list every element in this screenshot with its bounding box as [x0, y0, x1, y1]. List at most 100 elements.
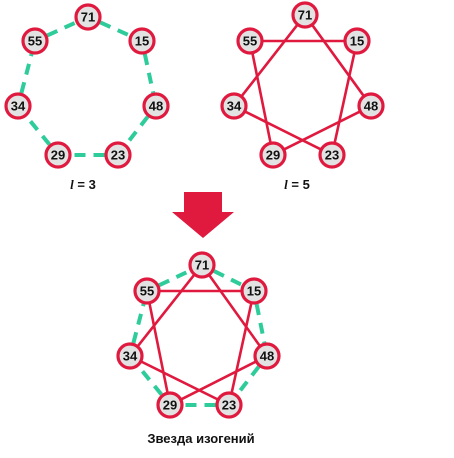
l3-edge-15-48: [142, 53, 156, 94]
graph-l5: 71 15 48 23 29 34 55 l = 5: [220, 1, 385, 192]
l5-node-23: 23: [318, 141, 346, 169]
l5-node-55: 55: [236, 27, 264, 55]
graph-l5-edges: [241, 24, 365, 151]
l3-node-15: 15: [128, 27, 156, 55]
node-circle: [220, 92, 248, 120]
combined-l3-edge-48-23: [235, 365, 261, 396]
combined-l3-edge-29-34: [136, 365, 164, 396]
node-label: 55: [28, 34, 42, 49]
node-label: 34: [123, 349, 138, 364]
combined-node-71: 71: [188, 251, 216, 279]
l5-edge-48-29: [283, 110, 361, 151]
l3-node-48: 48: [142, 92, 170, 120]
combined-l5-edge-23-34: [140, 360, 219, 401]
l3-node-71: 71: [74, 3, 102, 31]
combined-l3-edge-34-55: [131, 303, 146, 344]
graph-l3-nodes: 71 15 48 23 29 34 55: [4, 3, 170, 169]
graph-l3-caption-var: l: [70, 177, 74, 192]
node-label: 23: [325, 148, 339, 163]
l5-node-71: 71: [291, 1, 319, 29]
l5-node-29: 29: [259, 141, 287, 169]
graph-l3: 71 15 48 23 29 34 55 l = 3: [4, 3, 170, 192]
l5-node-48: 48: [357, 92, 385, 120]
node-circle: [104, 141, 132, 169]
node-label: 15: [247, 284, 261, 299]
node-circle: [133, 277, 161, 305]
combined-node-29: 29: [156, 391, 184, 419]
l3-edge-55-71: [46, 20, 77, 38]
node-circle: [128, 27, 156, 55]
l3-edge-29-34: [24, 115, 52, 146]
combined-l5-edge-15-23: [230, 302, 253, 394]
l3-node-55: 55: [21, 27, 49, 55]
node-circle: [156, 391, 184, 419]
node-circle: [142, 92, 170, 120]
combined-l5-edge-34-71: [137, 274, 195, 347]
node-label: 71: [195, 258, 209, 273]
node-circle: [318, 141, 346, 169]
l5-edge-34-71: [241, 24, 298, 97]
node-label: 23: [222, 398, 236, 413]
combined-node-34: 34: [116, 342, 144, 370]
node-circle: [343, 27, 371, 55]
graph-l3-caption-eq: = 3: [74, 177, 96, 192]
l5-node-15: 15: [343, 27, 371, 55]
node-circle: [74, 3, 102, 31]
node-label: 48: [364, 99, 378, 114]
node-circle: [215, 391, 243, 419]
l5-edge-29-55: [251, 52, 272, 144]
node-label: 55: [243, 34, 257, 49]
combined-node-55: 55: [133, 277, 161, 305]
down-arrow-shape: [172, 192, 234, 238]
node-circle: [236, 27, 264, 55]
node-circle: [357, 92, 385, 120]
graph-combined-dashed-edges: [131, 268, 267, 407]
combined-node-23: 23: [215, 391, 243, 419]
graph-combined-caption: Звезда изогений: [147, 431, 254, 446]
node-label: 29: [51, 148, 65, 163]
graph-l5-nodes: 71 15 48 23 29 34 55: [220, 1, 385, 169]
combined-l5-edge-71-48: [208, 274, 261, 347]
combined-l3-edge-71-15: [213, 269, 243, 287]
graph-combined-nodes: 71 15 48 23 29 34 55: [116, 251, 281, 419]
combined-node-15: 15: [240, 277, 268, 305]
l3-edge-71-15: [99, 20, 131, 38]
node-circle: [44, 141, 72, 169]
combined-l5-edge-48-29: [180, 360, 257, 401]
node-label: 29: [266, 148, 280, 163]
node-label: 23: [111, 148, 125, 163]
graph-l3-edges: [19, 20, 156, 157]
down-arrow-icon: [172, 192, 234, 238]
graph-l5-caption-var: l: [284, 177, 288, 192]
l3-node-23: 23: [104, 141, 132, 169]
graph-l5-caption: l = 5: [284, 177, 310, 192]
l3-edge-34-55: [19, 53, 34, 94]
l5-edge-71-48: [311, 24, 365, 97]
node-circle: [188, 251, 216, 279]
l3-node-29: 29: [44, 141, 72, 169]
combined-l5-edge-29-55: [148, 302, 169, 394]
node-circle: [4, 92, 32, 120]
combined-node-48: 48: [253, 342, 281, 370]
graph-combined: 71 15 48 23 29 34 55 Звезда изогений: [116, 251, 281, 446]
l5-node-34: 34: [220, 92, 248, 120]
node-label: 48: [149, 99, 163, 114]
l3-edge-48-23: [124, 115, 150, 146]
node-circle: [291, 1, 319, 29]
node-circle: [116, 342, 144, 370]
combined-l3-edge-55-71: [158, 268, 191, 288]
node-label: 34: [227, 99, 242, 114]
node-label: 15: [135, 34, 149, 49]
l5-edge-15-23: [333, 52, 356, 144]
node-label: 55: [140, 284, 154, 299]
node-label: 48: [260, 349, 274, 364]
node-circle: [21, 27, 49, 55]
graph-l3-caption: l = 3: [70, 177, 96, 192]
l5-edge-23-34: [244, 110, 322, 151]
l3-node-34: 34: [4, 92, 32, 120]
node-label: 15: [350, 34, 364, 49]
node-circle: [259, 141, 287, 169]
graph-combined-star-edges: [137, 274, 261, 401]
